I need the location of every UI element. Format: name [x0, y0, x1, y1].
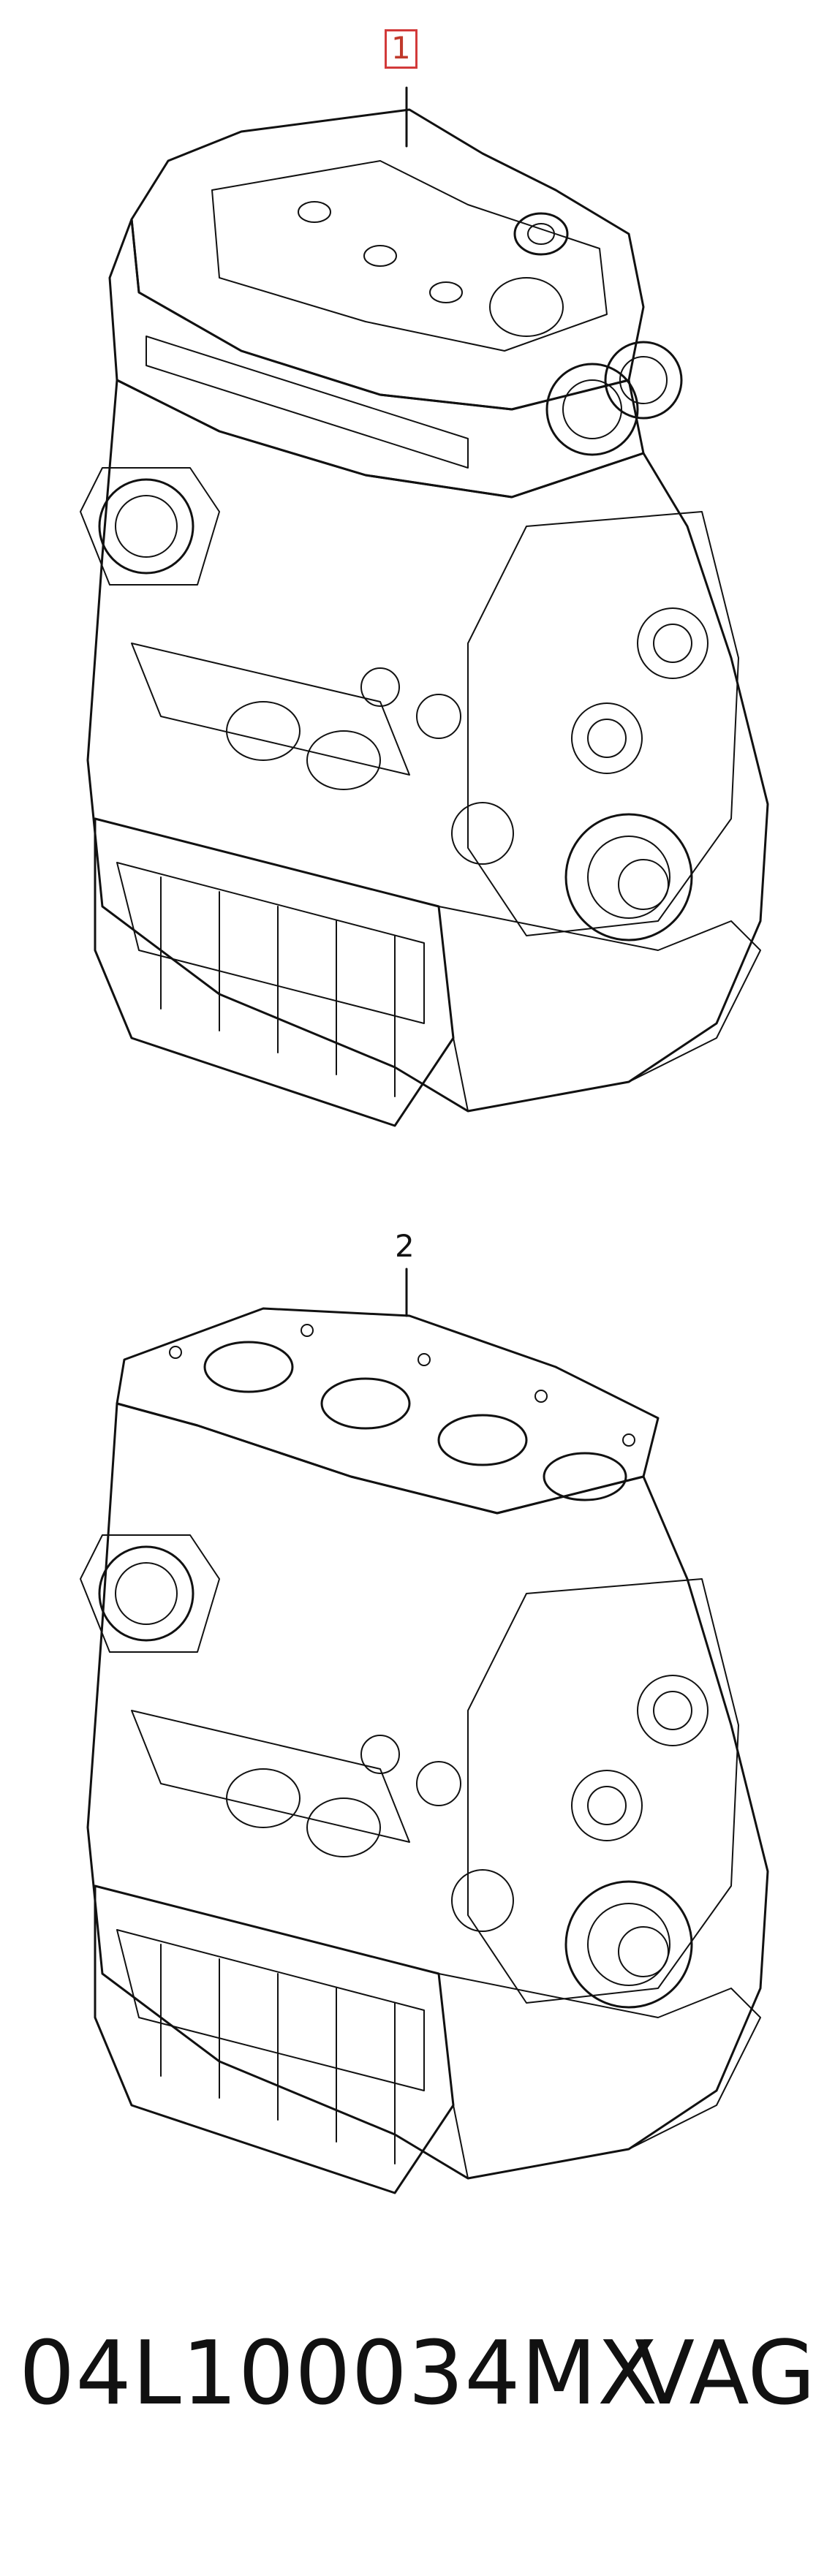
water-pump-pulley — [98, 1545, 194, 1642]
complete-engine-drawing — [0, 0, 835, 1170]
turbocharger-pulley — [98, 478, 194, 575]
oil-pan — [94, 817, 455, 1127]
valve-cover — [130, 108, 645, 411]
short-block-drawing — [0, 1170, 835, 2222]
cylinder-head — [108, 218, 645, 499]
oil-filler-cap — [513, 212, 569, 256]
callout-2[interactable]: 2 — [395, 1228, 415, 1264]
callout-1[interactable]: 1 — [385, 29, 418, 69]
engine-block — [86, 1402, 769, 2180]
oil-pan — [94, 1884, 455, 2194]
cylinder-bore-3 — [437, 1414, 528, 1466]
cylinder-bore-4 — [543, 1452, 627, 1501]
timing-cover — [467, 1578, 739, 2004]
camshaft-adjuster-left — [545, 363, 639, 456]
part-number: 04L100034MX — [19, 2323, 659, 2425]
cylinder-bore-2 — [320, 1377, 411, 1430]
camshaft-adjuster-right — [604, 341, 683, 420]
crankshaft-pulley — [564, 813, 693, 942]
cylinder-bore-1 — [203, 1341, 294, 1393]
brand-label: VAG — [635, 2323, 816, 2425]
engine-block — [86, 379, 769, 1113]
block-deck — [116, 1307, 660, 1515]
timing-cover — [467, 511, 739, 936]
footer: 04L100034MX VAG — [0, 2317, 835, 2425]
crankshaft-pulley — [564, 1880, 693, 2009]
